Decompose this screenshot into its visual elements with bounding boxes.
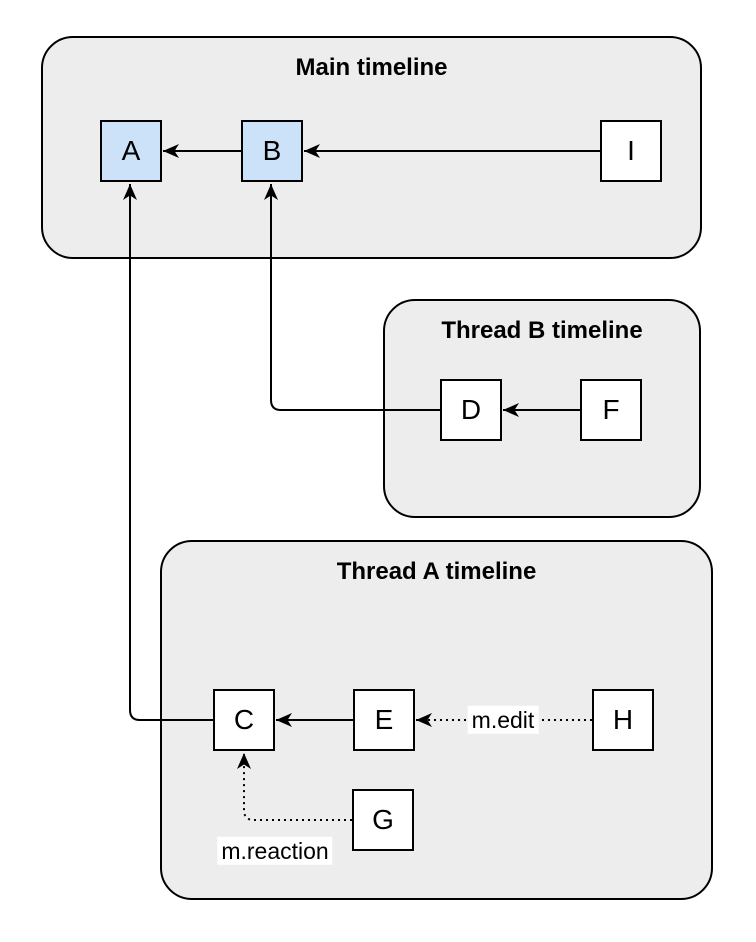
- container-thread-b-timeline: Thread B timeline: [383, 299, 701, 518]
- node-event-a: A: [100, 120, 162, 182]
- node-event-g: G: [352, 789, 414, 851]
- node-event-f: F: [580, 379, 642, 441]
- node-event-d: D: [440, 379, 502, 441]
- edge-label-m-reaction: m.reaction: [217, 836, 333, 866]
- node-event-e: E: [353, 689, 415, 751]
- main-timeline-title: Main timeline: [295, 54, 448, 81]
- node-event-c: C: [213, 689, 275, 751]
- thread-a-timeline-title: Thread A timeline: [336, 558, 537, 585]
- node-event-b: B: [241, 120, 303, 182]
- edge-label-m-edit: m.edit: [467, 705, 539, 735]
- node-event-i: I: [600, 120, 662, 182]
- thread-b-timeline-title: Thread B timeline: [441, 317, 643, 344]
- node-event-h: H: [592, 689, 654, 751]
